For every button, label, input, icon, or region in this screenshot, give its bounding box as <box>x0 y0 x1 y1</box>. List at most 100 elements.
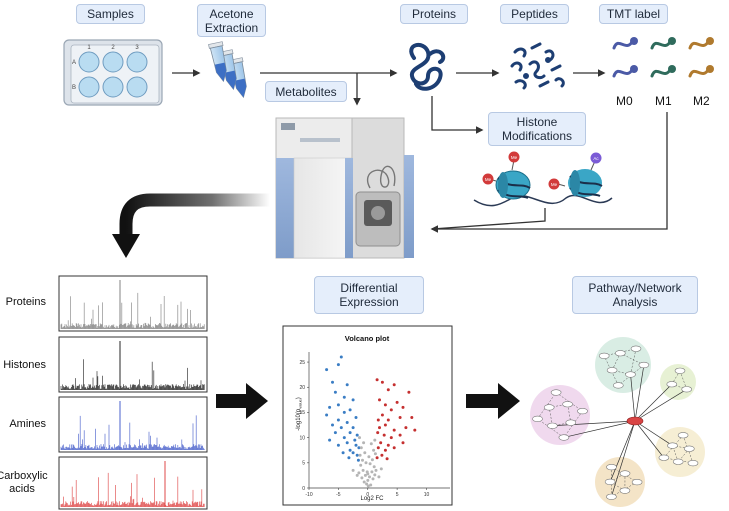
volcano-x-tick: 10 <box>424 492 430 498</box>
network-node <box>681 386 693 393</box>
network-node <box>667 442 678 449</box>
volcano-point <box>365 482 369 486</box>
network-node <box>543 404 555 411</box>
mark-label: Me <box>551 182 558 187</box>
volcano-point <box>345 441 349 445</box>
volcano-point <box>336 363 340 367</box>
network-node <box>619 487 631 494</box>
volcano-y-tick: 25 <box>299 360 305 366</box>
pathway-network-label: Pathway/Network Analysis <box>572 276 698 314</box>
volcano-y-tick: 15 <box>299 410 305 416</box>
network-node <box>532 415 543 423</box>
volcano-point <box>392 446 396 450</box>
spectrum-amines <box>60 401 205 450</box>
volcano-point <box>375 456 379 460</box>
volcano-point <box>383 423 387 427</box>
network-node <box>558 434 570 441</box>
volcano-point <box>372 448 376 452</box>
protein-icon <box>409 42 446 91</box>
volcano-point <box>359 463 363 467</box>
spectrum-label-amines: Amines <box>9 418 46 430</box>
spectrum-label-proteins: Proteins <box>5 296 46 308</box>
volcano-point <box>398 433 402 437</box>
volcano-point <box>342 436 346 440</box>
volcano-point <box>382 433 386 437</box>
peptides-icon <box>510 42 565 90</box>
network-node <box>674 367 686 374</box>
volcano-y-tick: 20 <box>299 385 305 391</box>
volcano-point <box>333 431 337 435</box>
volcano-point <box>336 418 340 422</box>
volcano-point <box>362 441 366 445</box>
mark-label: Ac <box>593 156 599 161</box>
volcano-point <box>328 405 332 409</box>
volcano-point <box>374 468 378 472</box>
network-node <box>598 352 610 360</box>
methyl-mark-icon <box>508 151 520 163</box>
arrow-volcano-to-network <box>466 383 520 419</box>
plate-row-label: A <box>72 60 76 66</box>
volcano-point <box>351 426 355 430</box>
histone-modifications-label: Histone Modifications <box>488 112 586 146</box>
volcano-ylabel: -log10(pvalue) <box>296 397 303 431</box>
spectra-panels <box>58 275 208 510</box>
volcano-point <box>341 451 345 455</box>
volcano-point <box>325 368 329 372</box>
tmt-channel-m1: M1 <box>655 94 672 108</box>
tmt-label-icons <box>612 37 714 78</box>
volcano-xlabel: Log2 FC <box>360 496 384 502</box>
tubes-icon <box>208 41 247 99</box>
volcano-point <box>380 380 384 384</box>
arrow-tmt-to-ms <box>430 112 668 233</box>
volcano-point <box>351 468 355 472</box>
volcano-point <box>377 475 381 479</box>
network-node <box>625 371 636 378</box>
plate-col-label: 1 <box>87 45 91 51</box>
network-nodes <box>532 345 699 500</box>
volcano-point <box>331 380 334 384</box>
network-node <box>612 382 624 389</box>
mass-spectrometer-icon <box>275 117 414 259</box>
methyl-mark-icon <box>548 178 560 190</box>
spectrum-carboxylic-acids <box>60 461 205 507</box>
volcano-point <box>336 443 340 447</box>
volcano-point <box>398 416 402 419</box>
volcano-point <box>351 451 355 455</box>
volcano-point <box>363 473 367 477</box>
volcano-point <box>348 448 352 452</box>
network-node <box>606 464 617 471</box>
network-diagram <box>530 337 705 507</box>
spectrum-proteins <box>60 280 205 329</box>
volcano-point <box>386 388 390 392</box>
volcano-x-tick: -5 <box>336 492 341 498</box>
volcano-point <box>379 441 383 445</box>
volcano-point <box>376 431 380 435</box>
differential-expression-label: Differential Expression <box>314 276 424 314</box>
volcano-title: Volcano plot <box>345 334 390 343</box>
volcano-point <box>360 476 364 480</box>
methyl-mark-icon <box>482 173 494 185</box>
volcano-point <box>376 446 380 450</box>
volcano-x-tick: -10 <box>305 492 312 498</box>
tmt-label-label: TMT label <box>599 4 668 24</box>
plate-row-label: B <box>72 85 76 91</box>
volcano-point <box>376 418 380 422</box>
arrow-ms-to-spectra <box>112 193 270 258</box>
volcano-point <box>407 390 411 394</box>
volcano-point <box>367 455 371 459</box>
volcano-point <box>356 458 360 462</box>
volcano-point <box>366 472 370 476</box>
mark-label: Me <box>511 155 518 160</box>
volcano-point <box>369 442 373 446</box>
volcano-point <box>363 451 367 455</box>
acetyl-mark-icon <box>590 152 602 164</box>
arrow-spectra-to-volcano <box>216 383 268 419</box>
network-node <box>606 493 617 500</box>
network-node <box>577 408 588 415</box>
network-node <box>604 478 616 486</box>
volcano-point <box>375 378 379 382</box>
volcano-point <box>373 438 377 442</box>
